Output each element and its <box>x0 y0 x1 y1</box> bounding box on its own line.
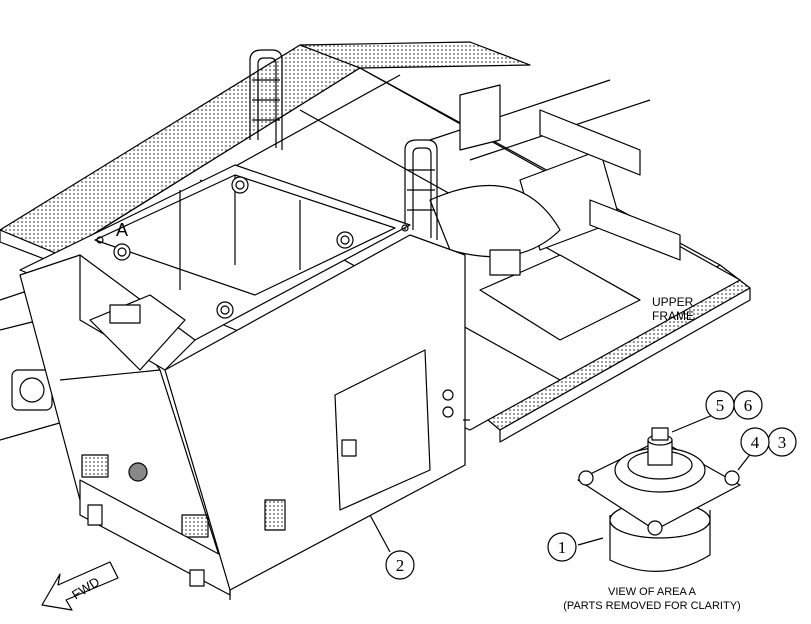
upper-frame-label-2: FRAME <box>652 309 694 323</box>
upper-frame-label-1: UPPER <box>652 295 694 309</box>
enclosure-front <box>19 254 231 596</box>
callout-2-circle <box>385 550 415 580</box>
callout-4: 4 <box>751 433 760 452</box>
callout-6-circle <box>733 390 763 420</box>
callout-6: 6 <box>744 396 753 415</box>
view-caption-2: (PARTS REMOVED FOR CLARITY) <box>563 600 740 612</box>
callout-3: 3 <box>778 433 787 452</box>
area-a-label: A <box>116 220 128 240</box>
leader-2 <box>369 514 391 553</box>
enclosure-side <box>164 234 470 600</box>
view-caption-1: VIEW OF AREA A <box>608 586 697 598</box>
callout-1: 1 <box>558 538 567 557</box>
ladder-left <box>249 49 283 150</box>
ladder-right <box>404 139 438 240</box>
callout-4-circle <box>740 427 770 457</box>
walkway-back <box>299 41 531 69</box>
isolator-detail <box>577 411 753 572</box>
callout-5: 5 <box>716 396 725 415</box>
callout-1-circle <box>547 532 577 562</box>
callout-2: 2 <box>396 556 405 575</box>
fwd-arrow <box>41 561 119 611</box>
